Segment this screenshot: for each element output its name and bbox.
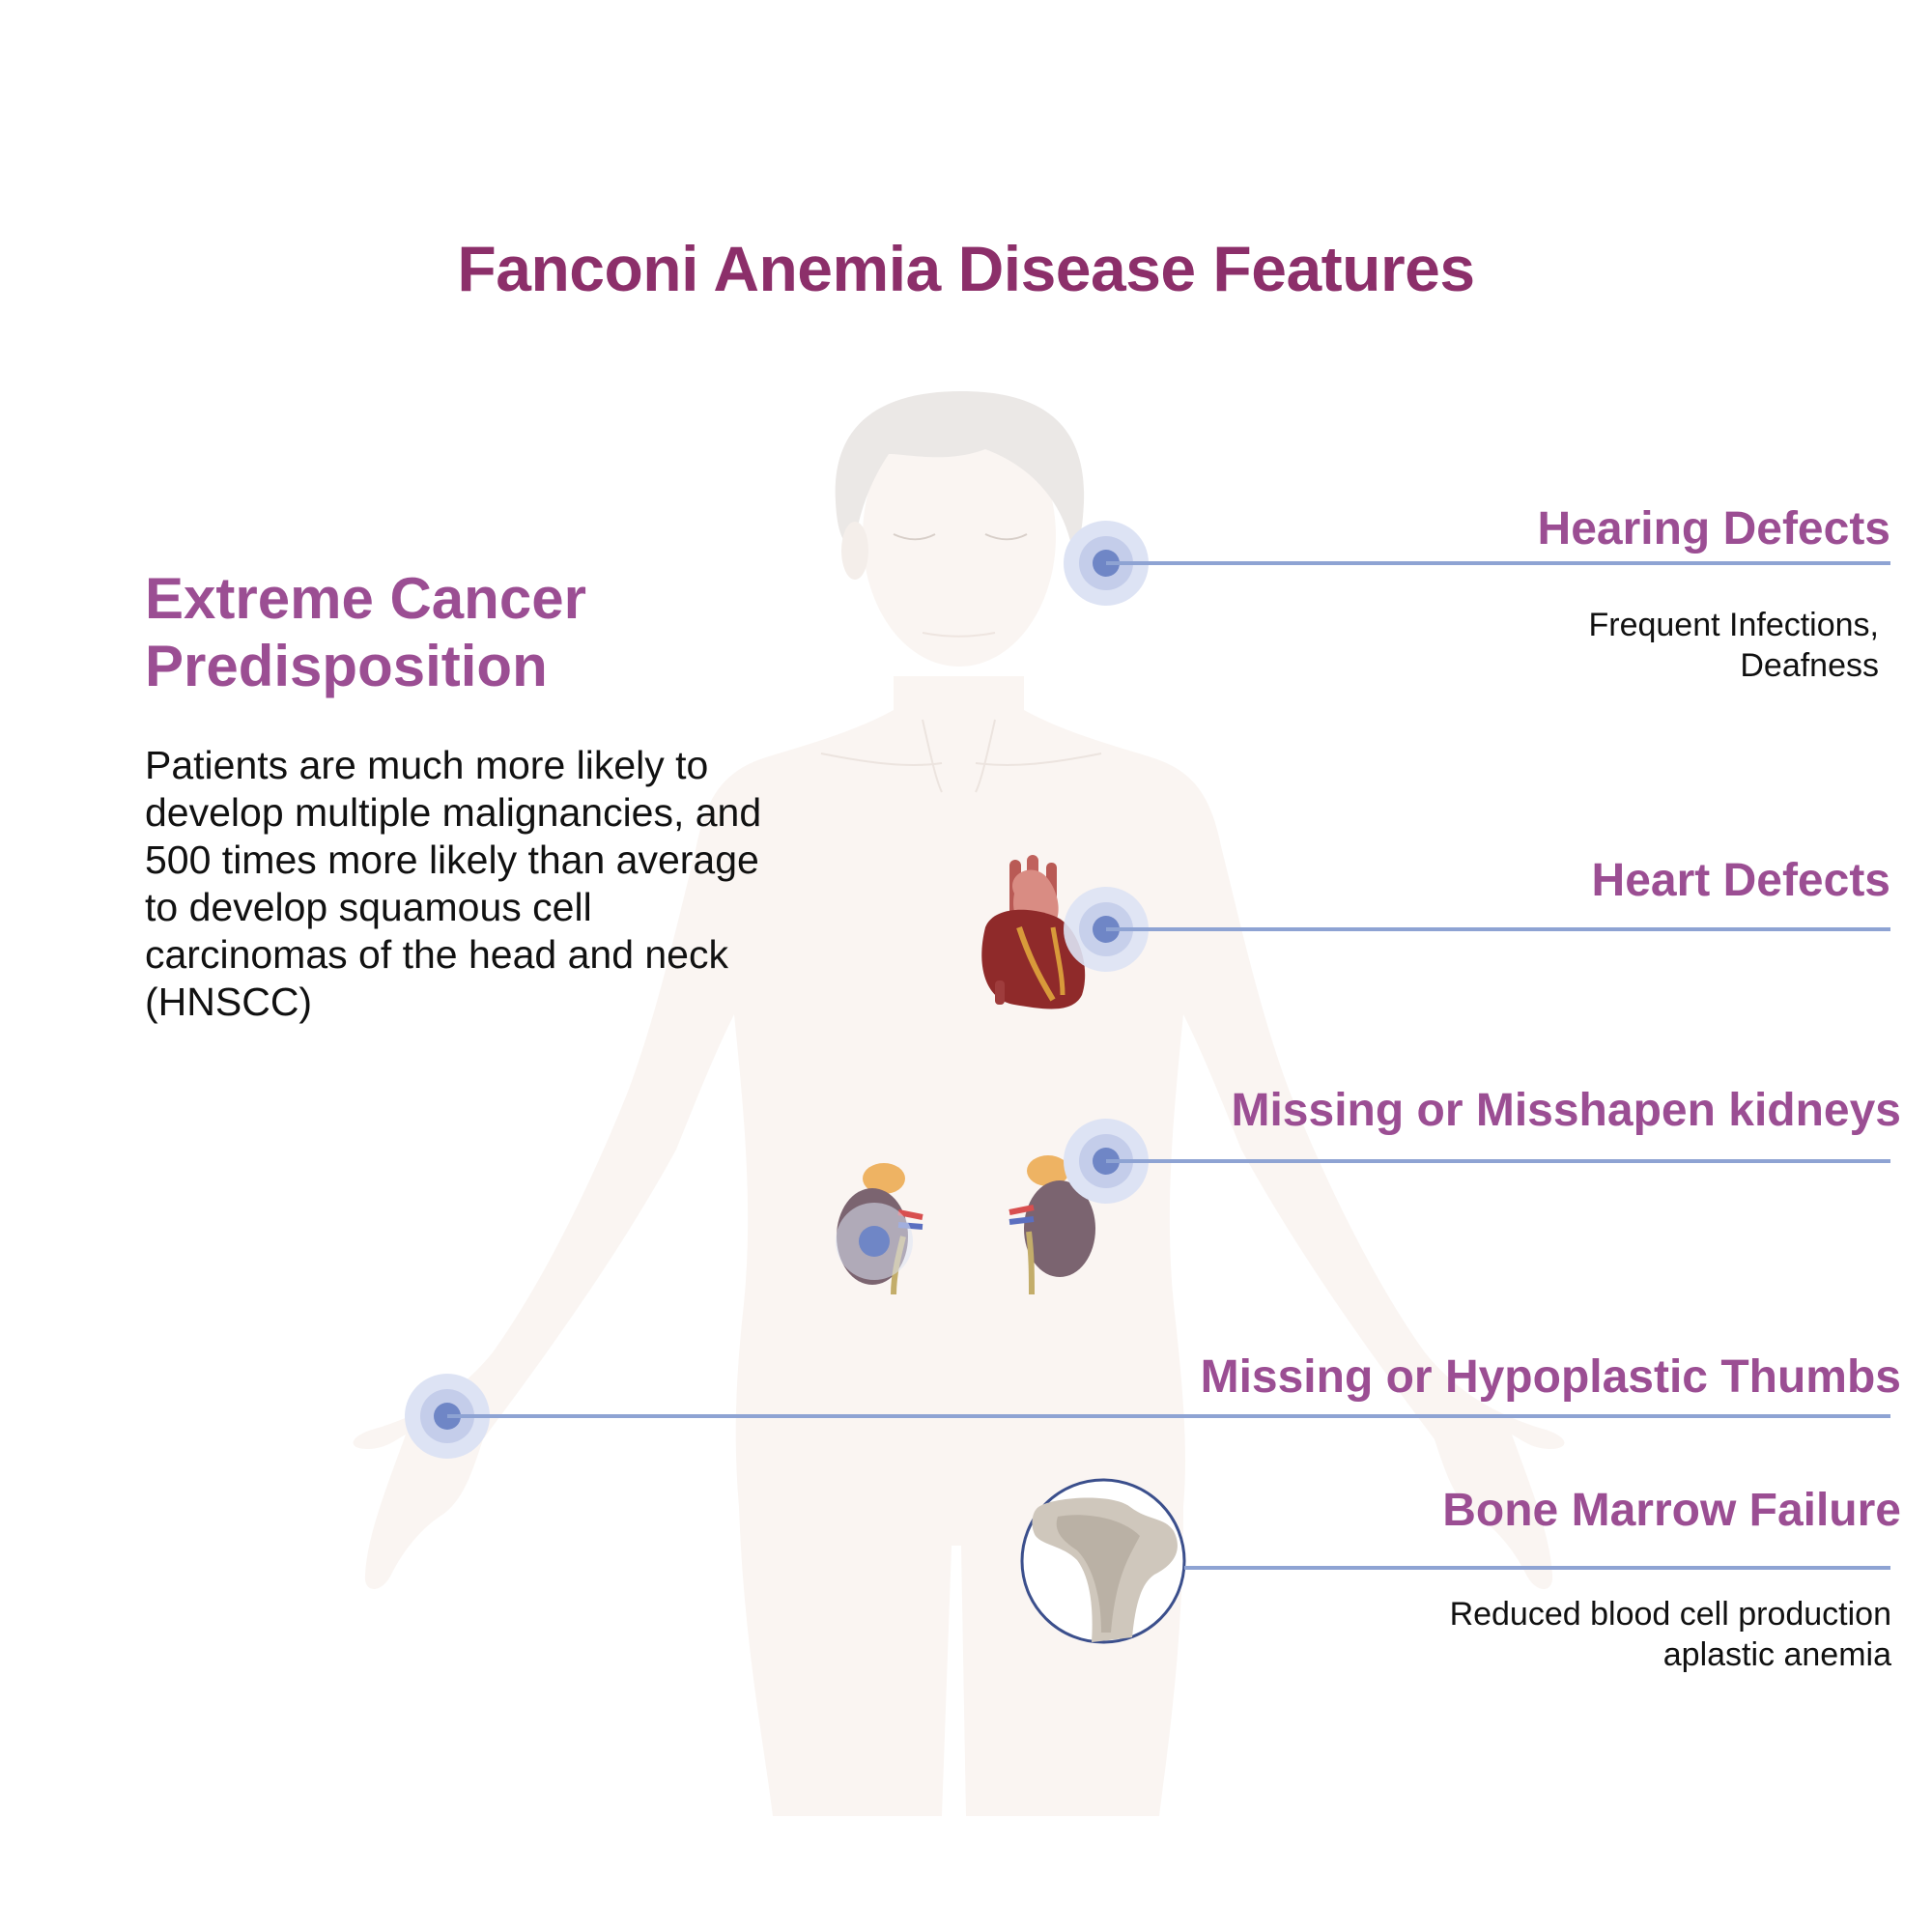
bone-marrow-desc-line2: aplastic anemia — [1662, 1636, 1891, 1673]
thumbs-connector-line — [447, 1414, 1890, 1418]
hearing-desc-line1: Frequent Infections, — [1588, 607, 1879, 643]
page-title: Fanconi Anemia Disease Features — [457, 233, 1475, 304]
bone-marrow-connector-line — [1184, 1566, 1890, 1570]
bone-marrow-desc-line1: Reduced blood cell production — [1449, 1596, 1891, 1633]
heart-connector-line — [1106, 927, 1890, 931]
kidneys-illustration — [836, 1155, 1095, 1295]
hearing-connector-line — [1106, 561, 1890, 565]
kidneys-connector-line — [1106, 1159, 1890, 1163]
cancer-heading-line2: Predisposition — [145, 634, 548, 698]
heart-defects-label: Heart Defects — [1591, 855, 1890, 906]
cancer-heading: Extreme Cancer Predisposition — [145, 565, 586, 700]
hearing-desc-line2: Deafness — [1740, 647, 1879, 684]
kidneys-label: Missing or Misshapen kidneys — [1231, 1085, 1901, 1136]
cancer-heading-line1: Extreme Cancer — [145, 566, 586, 631]
thumbs-label: Missing or Hypoplastic Thumbs — [1200, 1351, 1901, 1403]
bone-marrow-illustration — [1020, 1478, 1186, 1644]
heart-illustration — [981, 855, 1086, 1009]
bone-marrow-description: Reduced blood cell production aplastic a… — [1450, 1594, 1891, 1675]
bone-marrow-label: Bone Marrow Failure — [1442, 1485, 1901, 1536]
body-silhouette — [353, 391, 1565, 1816]
cancer-description: Patients are much more likely to develop… — [145, 743, 762, 1024]
hearing-description: Frequent Infections, Deafness — [1588, 605, 1879, 686]
hearing-defects-label: Hearing Defects — [1537, 503, 1890, 554]
